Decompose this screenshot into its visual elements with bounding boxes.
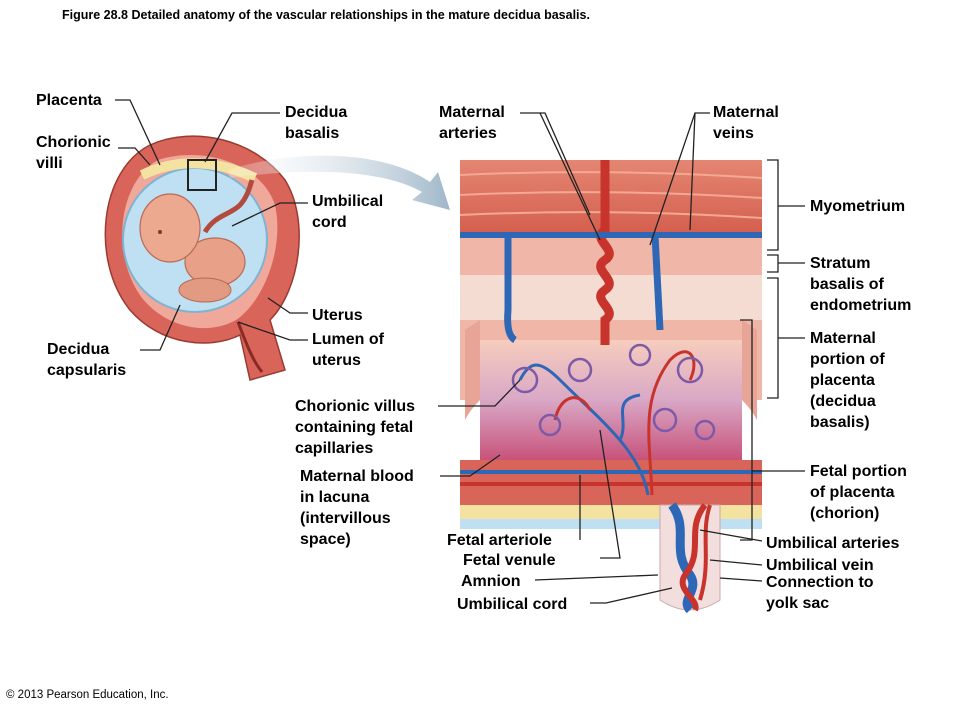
label-uterus: Uterus — [312, 307, 363, 324]
label-maternal-veins: Maternal veins — [713, 104, 779, 142]
label-fetal-venule: Fetal venule — [463, 552, 556, 569]
zoom-arrow — [228, 155, 450, 210]
label-stratum-basalis: Stratum basalis of endometrium — [810, 255, 912, 314]
label-amnion: Amnion — [461, 573, 521, 590]
label-maternal-blood: Maternal blood in lacuna (intervillous s… — [300, 468, 414, 548]
label-connection-yolk-sac: Connection to yolk sac — [766, 574, 874, 612]
label-umbilical-cord-bottom: Umbilical cord — [457, 596, 568, 613]
chorionic-villus-tree — [511, 343, 716, 496]
label-placenta: Placenta — [36, 92, 102, 109]
label-umbilical-cord-left: Umbilical cord — [312, 193, 384, 231]
label-chorionic-villus: Chorionic villus containing fetal capill… — [295, 398, 416, 457]
label-decidua-basalis: Decidua basalis — [285, 104, 348, 142]
placenta-detail-section — [459, 160, 763, 614]
leader-lines — [115, 99, 805, 604]
label-chorionic-villi: Chorionic villi — [36, 134, 111, 172]
label-fetal-portion: Fetal portion of placenta (chorion) — [810, 463, 907, 522]
label-umbilical-arteries: Umbilical arteries — [766, 535, 900, 552]
label-maternal-portion: Maternal portion of placenta (decidua ba… — [810, 330, 885, 431]
label-myometrium: Myometrium — [810, 198, 906, 215]
label-maternal-arteries: Maternal arteries — [439, 104, 505, 142]
detail-box — [187, 159, 217, 191]
label-umbilical-vein: Umbilical vein — [766, 557, 874, 574]
label-fetal-arteriole: Fetal arteriole — [447, 532, 552, 549]
label-decidua-capsularis: Decidua capsularis — [47, 341, 127, 379]
figure-caption: Figure 28.8 Detailed anatomy of the vasc… — [62, 8, 590, 22]
intervillous-space — [480, 340, 742, 460]
myometrium-layer — [460, 160, 762, 235]
fetus-icon — [139, 193, 246, 303]
maternal-spiral-artery — [596, 160, 614, 345]
label-lumen-of-uterus: Lumen of uterus — [312, 331, 384, 369]
copyright-notice: © 2013 Pearson Education, Inc. — [6, 689, 169, 701]
uterus-overview — [104, 135, 450, 381]
